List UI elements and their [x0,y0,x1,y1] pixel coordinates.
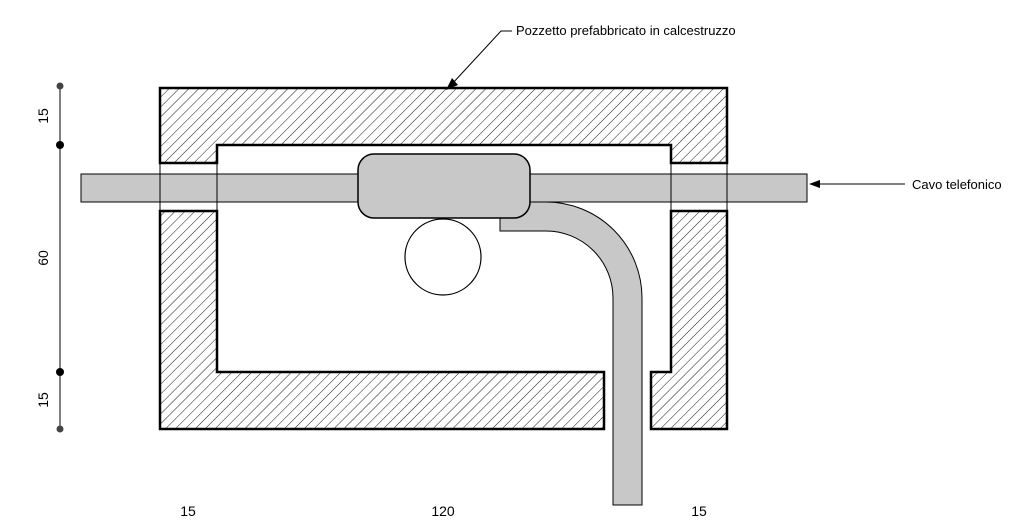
pit-right-wall [649,209,729,431]
pit-top-wall [158,86,729,165]
dimension-label-h1: 15 [180,503,196,519]
dimension-label-v3: 15 [35,392,51,408]
vertical-dimension: 15 60 15 [35,82,64,433]
round-opening [404,218,482,296]
dimension-label-h2: 120 [431,503,455,519]
dimension-tick [56,82,64,90]
pit-walls [158,86,729,431]
branch-cable [499,201,652,506]
horizontal-dimension: 15 120 15 [180,503,707,519]
pit-callout: Pozzetto prefabbricato in calcestruzzo [446,23,736,90]
pit-left-wall [158,209,606,431]
dimension-label-v2: 60 [35,250,51,266]
pit-callout-label: Pozzetto prefabbricato in calcestruzzo [516,23,736,38]
dimension-tick [56,141,64,149]
dimension-label-v1: 15 [35,108,51,124]
cable-callout-label: Cavo telefonico [912,177,1002,192]
cable-joint [357,153,531,219]
dimension-tick [56,368,64,376]
dimension-label-h3: 15 [691,503,707,519]
cable-callout: Cavo telefonico [809,177,1002,192]
dimension-tick [56,425,64,433]
